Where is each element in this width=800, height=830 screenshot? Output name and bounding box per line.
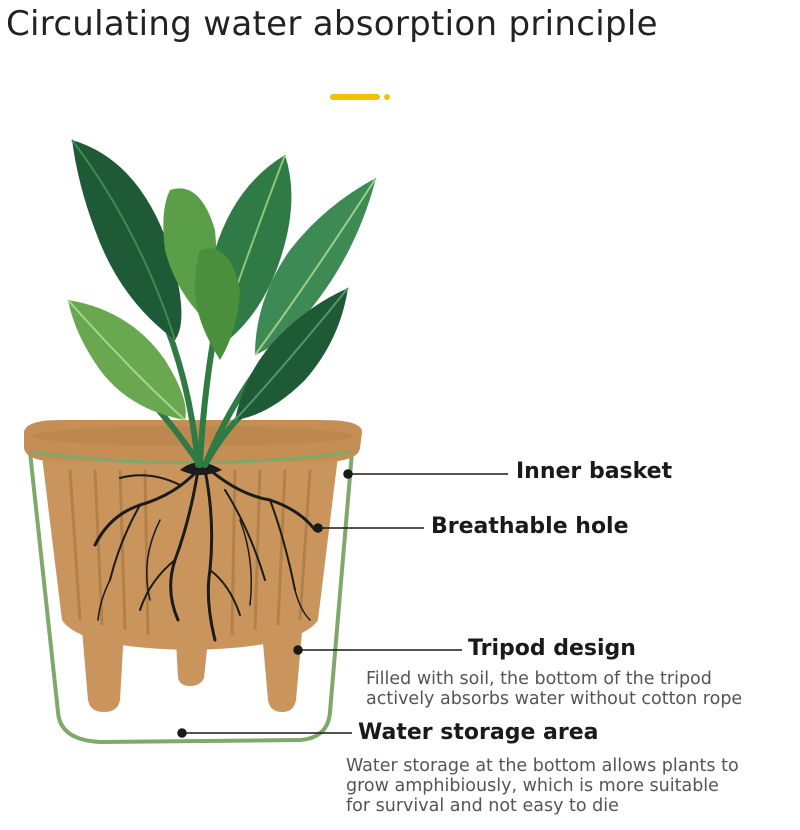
tripod-legs	[82, 630, 302, 712]
water-description-line-3: for survival and not easy to die	[346, 796, 619, 816]
label-inner-basket: Inner basket	[516, 459, 673, 484]
outer-container	[28, 451, 354, 745]
inner-basket	[40, 440, 340, 650]
water-description-line-1: Water storage at the bottom allows plant…	[346, 756, 739, 776]
tripod-description-line-2: actively absorbs water without cotton ro…	[366, 689, 743, 709]
plant-roots	[93, 468, 317, 642]
accent-divider	[330, 94, 390, 100]
label-water-storage: Water storage area	[358, 720, 599, 745]
breathable-slots	[68, 469, 312, 636]
water-description-line-2: grow amphibiously, which is more suitabl…	[346, 776, 719, 796]
leader-lines	[177, 469, 508, 738]
plant-leaves	[67, 139, 377, 421]
page-title: Circulating water absorption principle	[6, 4, 658, 44]
label-tripod-design: Tripod design	[468, 636, 636, 661]
label-breathable-hole: Breathable hole	[431, 514, 629, 539]
tripod-description-line-1: Filled with soil, the bottom of the trip…	[366, 669, 712, 689]
outer-container-rim	[29, 450, 353, 465]
